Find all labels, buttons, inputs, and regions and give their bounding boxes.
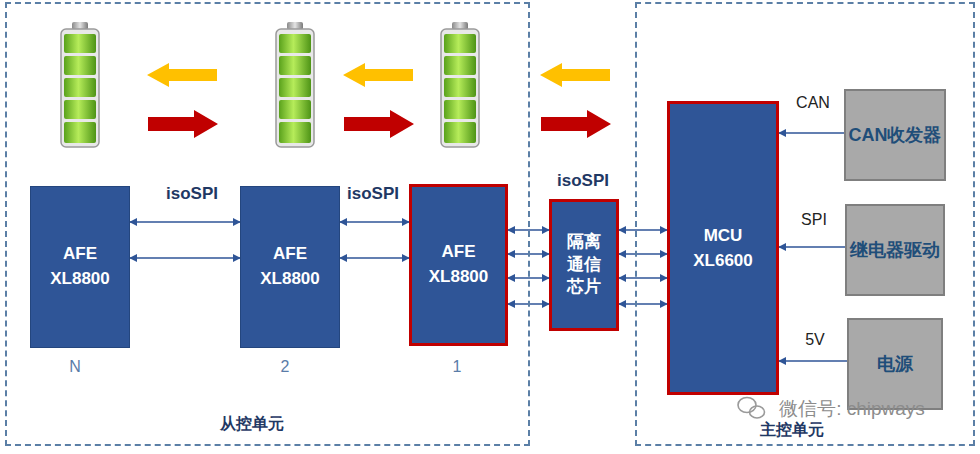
bus-label: CAN	[794, 94, 832, 112]
unit-number: N	[69, 358, 81, 376]
mcu-box: MCU XL6600	[667, 101, 779, 395]
signal-arrow	[779, 132, 844, 134]
afe-box: AFE XL8800	[409, 184, 508, 346]
afe-box: AFE XL8800	[30, 186, 130, 348]
unit-number: 2	[281, 358, 290, 376]
signal-arrow	[779, 360, 847, 362]
box-label: AFE XL8800	[44, 242, 115, 291]
signal-arrow	[130, 257, 240, 259]
box-label: AFE XL8800	[423, 240, 494, 289]
box-label: 电源	[877, 351, 913, 377]
signal-arrow	[619, 303, 667, 305]
bus-label: isoSPI	[345, 184, 401, 204]
peripheral-box: 继电器驱动	[845, 204, 945, 296]
box-label: 继电器驱动	[850, 237, 940, 263]
signal-arrow	[619, 229, 667, 231]
afe-box: AFE XL8800	[240, 186, 340, 348]
peripheral-box: CAN收发器	[844, 89, 946, 181]
signal-arrow	[340, 221, 409, 223]
bus-label: 5V	[803, 331, 827, 349]
region-label: 从控单元	[220, 414, 284, 435]
bus-label: isoSPI	[555, 171, 611, 191]
signal-arrow	[779, 246, 845, 248]
isolation-chip: 隔离通信芯片	[549, 199, 619, 331]
bus-label: SPI	[799, 211, 829, 229]
unit-region: 从控单元 AFE XL8800 AFE XL8800 AFE XL8800	[5, 2, 530, 446]
watermark: 微信号: chipways	[779, 396, 925, 422]
signal-arrow	[619, 277, 667, 279]
signal-arrow	[619, 253, 667, 255]
box-label: CAN收发器	[849, 122, 942, 148]
box-label: MCU XL6600	[687, 224, 758, 273]
signal-arrow	[130, 221, 240, 223]
region-label: 主控单元	[760, 420, 824, 441]
box-label: 隔离通信芯片	[567, 231, 602, 300]
box-label: AFE XL8800	[254, 242, 325, 291]
peripheral-box: 电源	[847, 318, 943, 410]
unit-number: 1	[453, 358, 462, 376]
wechat-icon	[738, 398, 765, 419]
bus-label: isoSPI	[164, 184, 220, 204]
signal-arrow	[340, 257, 409, 259]
